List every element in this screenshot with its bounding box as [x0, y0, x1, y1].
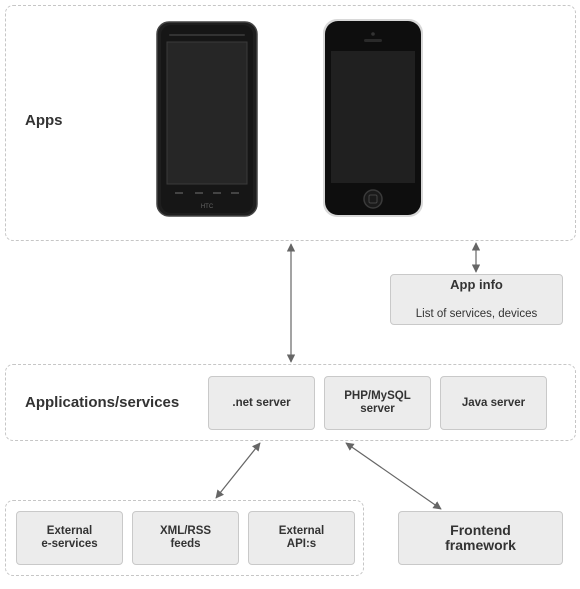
services-sources-arrow — [215, 442, 261, 499]
services-frontend-arrow — [345, 442, 442, 510]
services-label: Applications/services — [25, 394, 180, 411]
php-mysql-server-box: PHP/MySQL server — [324, 376, 431, 430]
htc-phone-image: HTC — [156, 21, 258, 217]
apps-zone — [5, 5, 576, 241]
external-apis-box: External API:s — [248, 511, 355, 565]
services-zone — [5, 364, 576, 441]
frontend-framework-box: Frontend framework — [398, 511, 563, 565]
app-info-box: App info List of services, devices — [390, 274, 563, 325]
sources-zone — [5, 500, 364, 576]
java-server-box: Java server — [440, 376, 547, 430]
xml-rss-feeds-box: XML/RSS feeds — [132, 511, 239, 565]
external-eservices-box: External e-services — [16, 511, 123, 565]
apps-label: Apps — [25, 112, 63, 129]
htc-brand-label: HTC — [201, 204, 214, 210]
dotnet-server-box: .net server — [208, 376, 315, 430]
app-info-subtitle: List of services, devices — [415, 308, 538, 320]
app-info-title: App info — [450, 277, 503, 292]
iphone-image — [323, 19, 423, 217]
